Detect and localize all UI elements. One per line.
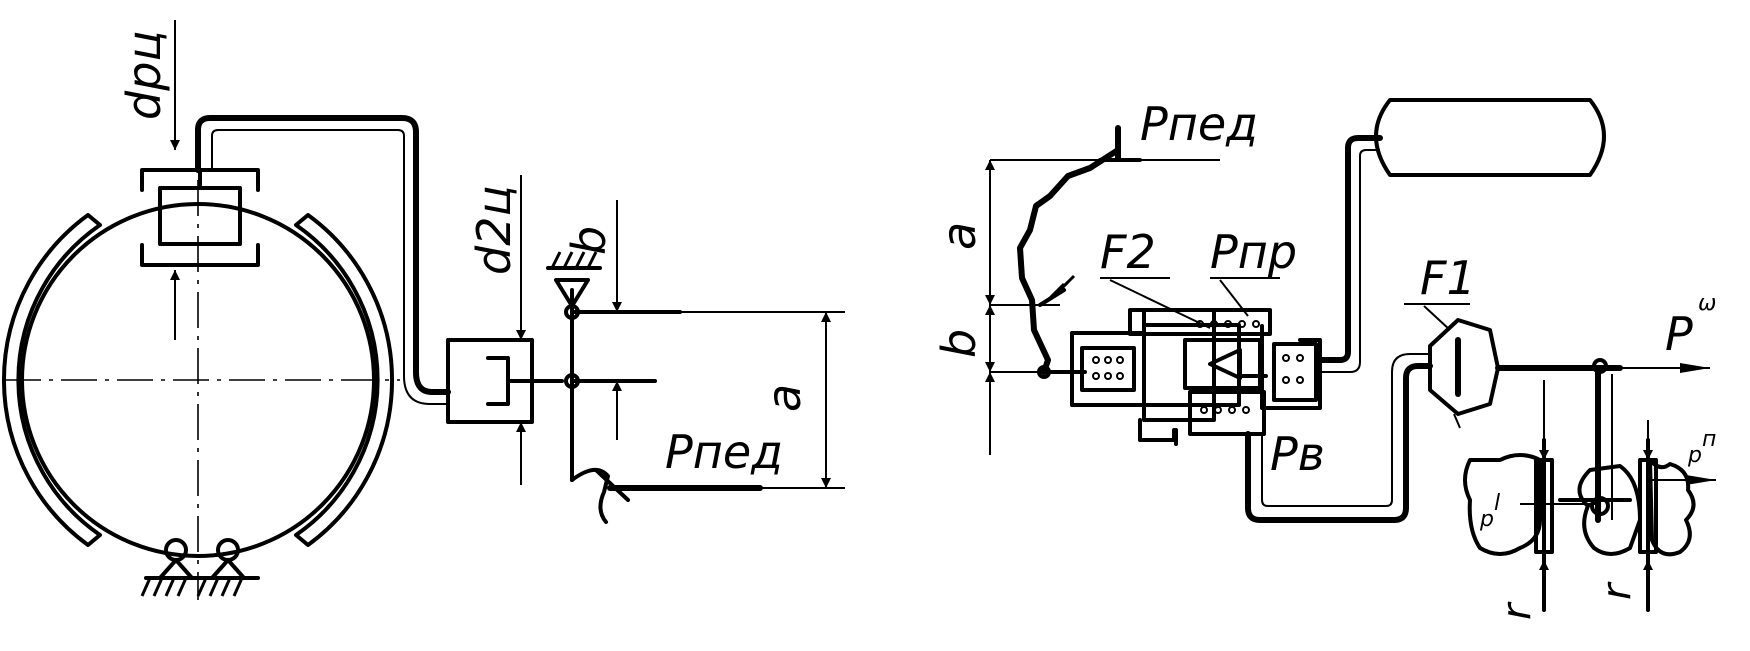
label-d2c: d2ц [467, 185, 521, 275]
label-p-l: p [1479, 507, 1494, 532]
pneumatic-brake-scheme: Pпед a b [932, 97, 1716, 620]
wheel-cylinder [140, 168, 260, 267]
label-p-l-sup: l [1494, 491, 1500, 516]
pneumatic-pedal: Pпед a b [932, 97, 1258, 455]
drum-brake-scheme: dрц d2ц [2, 20, 845, 600]
label-p-omega-sup: ω [1698, 291, 1716, 316]
label-r-right: r [1594, 581, 1640, 600]
brake-chamber: F1 [1404, 251, 1500, 429]
hydraulic-line-inner [211, 129, 448, 405]
label-f1: F1 [1420, 251, 1476, 305]
label-b-right: b [932, 329, 986, 358]
pipe-to-chamber-outer [1245, 363, 1433, 523]
label-pnp: Pпр [1210, 225, 1297, 279]
label-pv: Pв [1270, 427, 1325, 481]
label-p-n-sup: п [1702, 427, 1716, 452]
label-f2: F2 [1100, 225, 1156, 279]
label-drc: dрц [117, 30, 171, 120]
label-p-omega: P [1665, 307, 1693, 361]
pipe-to-chamber-inner [1261, 353, 1430, 507]
label-r-left: r [1494, 601, 1540, 620]
brake-drum [20, 202, 376, 558]
label-a-right: a [932, 222, 986, 250]
wheel-cylinder-diameter-dimension: dрц [117, 20, 180, 340]
left-brake-shoe [2, 213, 102, 547]
master-cylinder [446, 338, 564, 424]
label-a-left: a [757, 384, 811, 412]
valve-springs [1092, 320, 1304, 414]
hydraulic-line-outer [195, 115, 451, 395]
shoe-anchor-pivots [140, 538, 260, 597]
right-brake-shoe [294, 213, 394, 547]
brake-valve: F2 Pпр [1070, 225, 1322, 446]
air-tank [1317, 98, 1606, 373]
label-p-n: p [1687, 443, 1702, 468]
label-pedal-force-left: Pпед [665, 425, 783, 479]
slack-adjuster: r r p п p l [1463, 358, 1716, 620]
label-b-left: b [562, 226, 616, 255]
master-cylinder-diameter-dimension: d2ц [467, 175, 526, 485]
brake-pedal-lever [546, 251, 763, 524]
label-pedal-force-right: Pпед [1140, 97, 1258, 151]
pedal-dimensions: b a Pпед [562, 200, 845, 489]
